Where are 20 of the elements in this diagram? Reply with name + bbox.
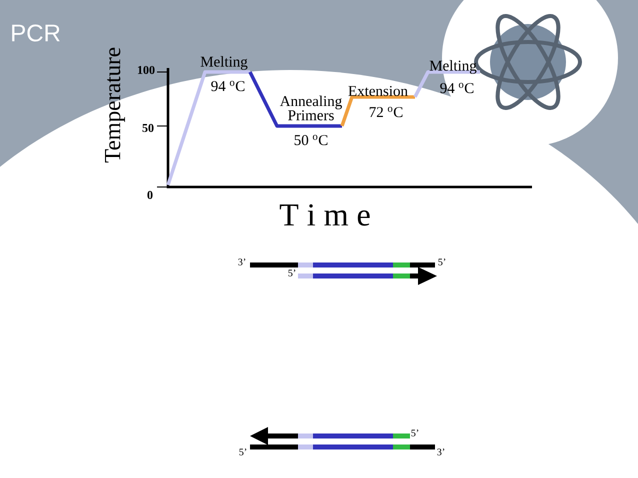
- strand-end-label: 3’: [437, 448, 444, 456]
- step-label: Melting: [430, 60, 476, 74]
- slide-title: PCR: [12, 24, 60, 42]
- temperature-label: 94 $^{o}$C: [440, 82, 474, 94]
- temperature-label: 50 $^{o}$C: [294, 134, 328, 146]
- tick-label: 100: [138, 66, 155, 74]
- step-label: Melting: [200, 56, 248, 70]
- strand-end-label: 5’: [288, 270, 296, 276]
- strand-end-label: 3’: [238, 258, 246, 266]
- tick-label: 0: [147, 190, 153, 200]
- step-label: Annealing Primers: [280, 96, 342, 120]
- axis-title: T i m e: [280, 204, 370, 226]
- strand-end-label: 5’: [438, 258, 446, 266]
- tick-label: 50: [142, 124, 154, 132]
- temperature-label: 94 $^{o}$C: [211, 80, 244, 92]
- step-label: Extension: [348, 86, 408, 96]
- strand-end-label: 5’: [239, 448, 246, 456]
- strand-end-label: 5’: [411, 430, 418, 436]
- temperature-label: 72 $^{o}$C: [370, 106, 402, 118]
- axis-title: Temperature: [105, 48, 125, 162]
